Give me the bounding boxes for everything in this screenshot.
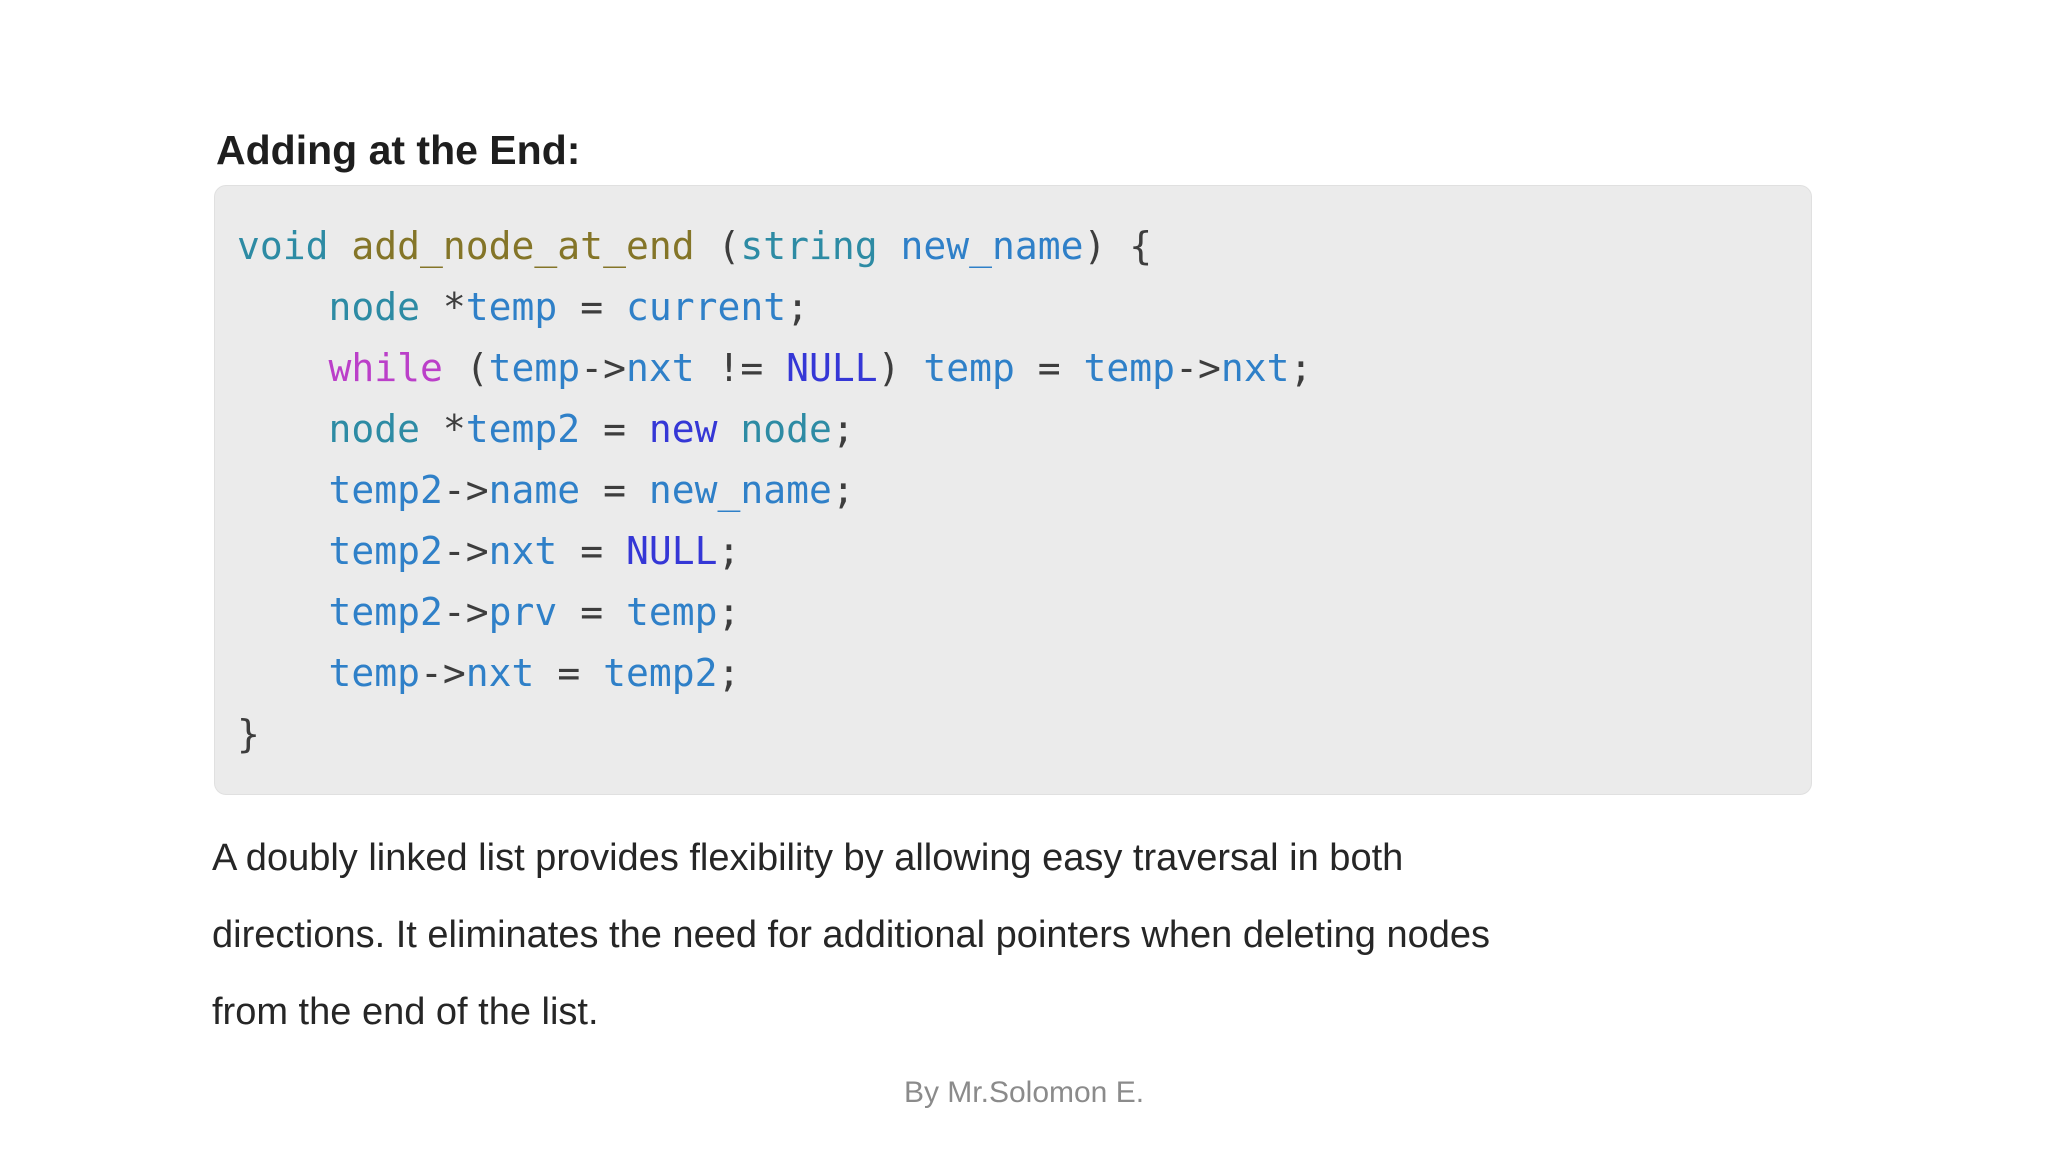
code-token <box>717 407 740 451</box>
code-token: = <box>580 407 649 451</box>
code-token: ; <box>1289 346 1313 390</box>
code-token <box>237 346 329 390</box>
code-token: new_name <box>900 224 1084 268</box>
section-heading: Adding at the End: <box>216 127 581 174</box>
code-token: name <box>488 468 581 512</box>
code-token: node <box>740 407 832 451</box>
code-token: temp2 <box>328 590 443 634</box>
byline: By Mr.Solomon E. <box>903 1076 1145 1109</box>
code-token: NULL <box>786 346 878 390</box>
code-line: temp2->name = new_name; <box>237 460 1791 521</box>
code-line: } <box>237 704 1791 765</box>
code-line: temp2->prv = temp; <box>237 582 1791 643</box>
code-token <box>329 224 352 268</box>
code-line: while (temp->nxt != NULL) temp = temp->n… <box>237 338 1791 399</box>
code-token: nxt <box>625 346 695 390</box>
code-token: current <box>625 285 787 329</box>
code-token <box>237 590 329 634</box>
code-token: ; <box>717 590 741 634</box>
code-token: temp <box>465 285 558 329</box>
code-token: -> <box>442 468 489 512</box>
code-token: ; <box>717 529 741 573</box>
code-token <box>237 407 329 451</box>
code-token: ; <box>831 407 855 451</box>
code-token: node <box>328 285 421 329</box>
code-token: = <box>557 590 626 634</box>
code-token: -> <box>1175 346 1221 390</box>
code-token: void <box>237 224 329 268</box>
code-token: = <box>1014 346 1084 390</box>
code-line: temp->nxt = temp2; <box>237 643 1791 704</box>
body-paragraph: A doubly linked list provides flexibilit… <box>212 820 1842 1051</box>
code-token: = <box>557 285 626 329</box>
code-token: -> <box>580 346 626 390</box>
code-token: node <box>328 407 421 451</box>
code-token: ) { <box>1083 224 1153 268</box>
code-token: ; <box>831 468 855 512</box>
code-token: ) <box>877 346 924 390</box>
paragraph-line: A doubly linked list provides flexibilit… <box>212 837 1404 879</box>
code-token: temp2 <box>603 651 718 695</box>
code-token: * <box>420 407 466 451</box>
code-token: ( <box>442 346 489 390</box>
code-token: temp2 <box>328 529 443 573</box>
code-token: nxt <box>488 529 558 573</box>
paragraph-line: from the end of the list. <box>212 991 599 1033</box>
code-token: -> <box>420 651 466 695</box>
code-token: new_name <box>648 468 832 512</box>
code-token: temp <box>923 346 1015 390</box>
code-token: } <box>237 712 260 756</box>
paragraph-line: directions. It eliminates the need for a… <box>212 914 1491 956</box>
code-token: = <box>557 529 626 573</box>
code-token: -> <box>442 529 489 573</box>
code-token: = <box>580 468 649 512</box>
code-token: nxt <box>465 651 535 695</box>
code-line: temp2->nxt = NULL; <box>237 521 1791 582</box>
code-token <box>237 468 329 512</box>
code-token: * <box>420 285 466 329</box>
code-token: while <box>328 346 443 390</box>
code-token: temp2 <box>328 468 443 512</box>
code-token: -> <box>442 590 489 634</box>
code-token <box>237 651 329 695</box>
code-line: node *temp2 = new node; <box>237 399 1791 460</box>
code-line: void add_node_at_end (string new_name) { <box>237 216 1791 277</box>
code-block: void add_node_at_end (string new_name) {… <box>214 185 1812 795</box>
code-token: prv <box>488 590 558 634</box>
code-token: temp <box>488 346 581 390</box>
code-token: add_node_at_end <box>351 224 695 268</box>
code-token: temp <box>625 590 718 634</box>
code-token <box>878 224 901 268</box>
code-token: temp2 <box>465 407 581 451</box>
code-token: string <box>740 224 878 268</box>
code-token: nxt <box>1220 346 1290 390</box>
code-token: ; <box>786 285 809 329</box>
code-token <box>237 529 329 573</box>
code-token: ( <box>694 224 741 268</box>
code-line: node *temp = current; <box>237 277 1791 338</box>
code-token: NULL <box>625 529 718 573</box>
code-token: temp <box>328 651 421 695</box>
code-token: temp <box>1083 346 1176 390</box>
code-token: ; <box>717 651 741 695</box>
code-token: = <box>534 651 604 695</box>
code-token: != <box>694 346 787 390</box>
code-token <box>237 285 329 329</box>
code-token: new <box>648 407 718 451</box>
